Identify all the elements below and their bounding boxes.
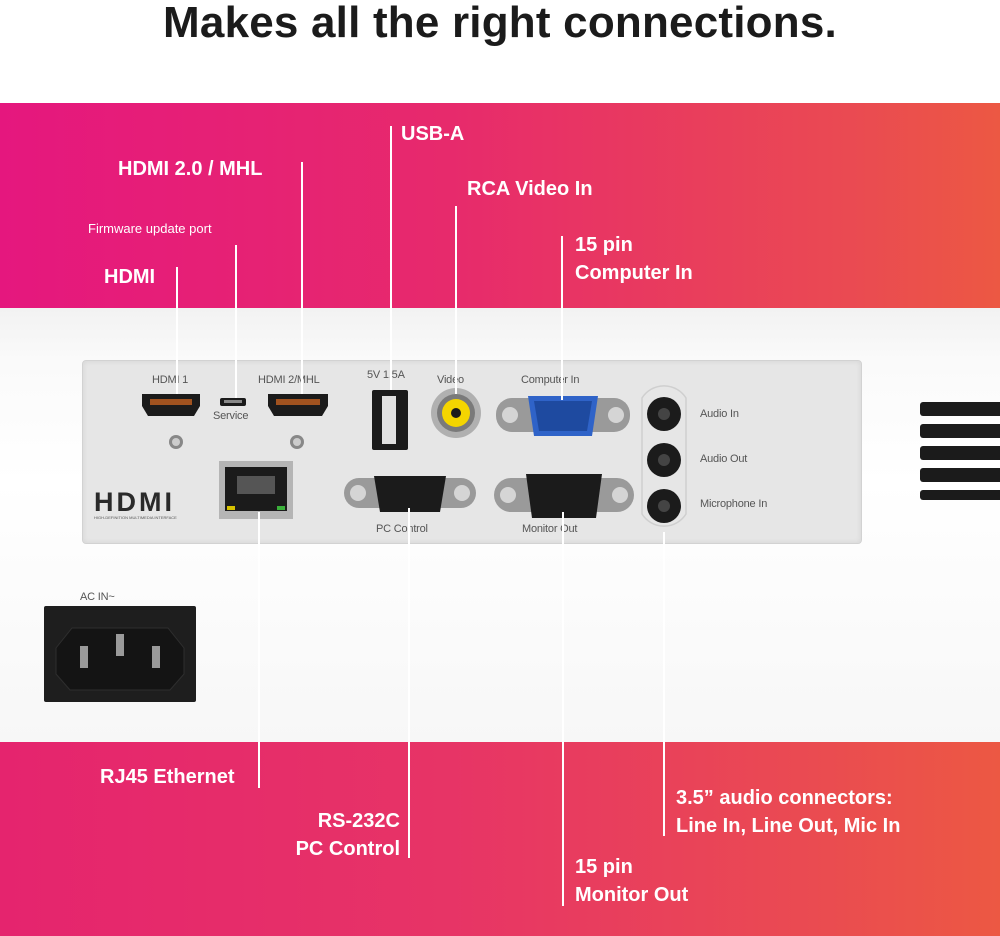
connector-panel [82, 360, 862, 544]
leader-line-audio [663, 532, 665, 836]
vent-grille [920, 402, 1000, 502]
audio-out-jack-icon [647, 443, 681, 477]
screw-icon [290, 435, 304, 449]
port-label-video: Video [437, 374, 464, 386]
callout-monitor-out-line2: Monitor Out [575, 884, 689, 906]
ac-inlet-icon [44, 606, 196, 702]
port-label-service: Service [213, 410, 249, 422]
callout-hdmi2-mhl: HDMI 2.0 / MHL [118, 158, 263, 180]
leader-line-rj45 [258, 512, 260, 788]
leader-line-hdmi2-mhl [301, 162, 303, 394]
bottom-gradient-band [0, 742, 1000, 936]
hdmi-logo: HDMI [94, 487, 175, 517]
leader-line-rs232 [408, 508, 410, 858]
callout-rs232-line1: RS-232C [317, 810, 400, 832]
screw-icon [169, 435, 183, 449]
callout-computer-in-line1: 15 pin [575, 234, 633, 256]
page-title: Makes all the right connections. [163, 0, 837, 47]
callout-rj45: RJ45 Ethernet [100, 766, 235, 788]
port-label-mic-in: Microphone In [700, 498, 768, 510]
leader-line-usb-a [390, 126, 392, 390]
port-label-hdmi2: HDMI 2/MHL [258, 374, 320, 386]
leader-line-hdmi [176, 267, 178, 394]
vga-computer-in-port-icon [496, 396, 630, 436]
callout-rs232-line2: PC Control [295, 838, 400, 860]
callout-hdmi: HDMI [104, 266, 156, 288]
rj45-port-icon [219, 461, 293, 519]
port-label-pc-control: PC Control [376, 523, 428, 535]
audio-in-jack-icon [647, 397, 681, 431]
leader-line-firmware [235, 245, 237, 398]
port-label-ac-in: AC IN~ [80, 591, 115, 603]
leader-line-rca-video [455, 206, 457, 394]
callout-rca-video: RCA Video In [467, 178, 593, 200]
service-port-icon [220, 398, 246, 406]
hdmi-logo-subtitle: HIGH-DEFINITION MULTIMEDIA INTERFACE [94, 515, 177, 520]
mic-in-jack-icon [647, 489, 681, 523]
callout-audio-line1: 3.5” audio connectors: [676, 787, 893, 809]
leader-line-monitor-out [562, 512, 564, 906]
usb-a-port-icon [372, 390, 408, 450]
hdmi1-port-icon [142, 394, 200, 416]
db9-pc-control-port-icon [344, 476, 476, 512]
hdmi2-port-icon [268, 394, 328, 416]
port-label-computer-in: Computer In [521, 374, 580, 386]
callout-monitor-out-line1: 15 pin [575, 856, 633, 878]
port-label-audio-out: Audio Out [700, 453, 748, 465]
callout-usb-a: USB-A [401, 123, 465, 145]
port-label-usb-power: 5V 1.5A [367, 369, 405, 381]
top-gradient-band [0, 103, 1000, 310]
port-label-hdmi1: HDMI 1 [152, 374, 189, 386]
port-label-audio-in: Audio In [700, 408, 739, 420]
rca-video-port-icon [431, 388, 481, 438]
callout-computer-in-line2: Computer In [575, 262, 693, 284]
leader-line-computer-in [561, 236, 563, 400]
vga-monitor-out-port-icon [494, 474, 634, 518]
callout-firmware: Firmware update port [88, 221, 212, 236]
callout-audio-line2: Line In, Line Out, Mic In [676, 815, 901, 837]
